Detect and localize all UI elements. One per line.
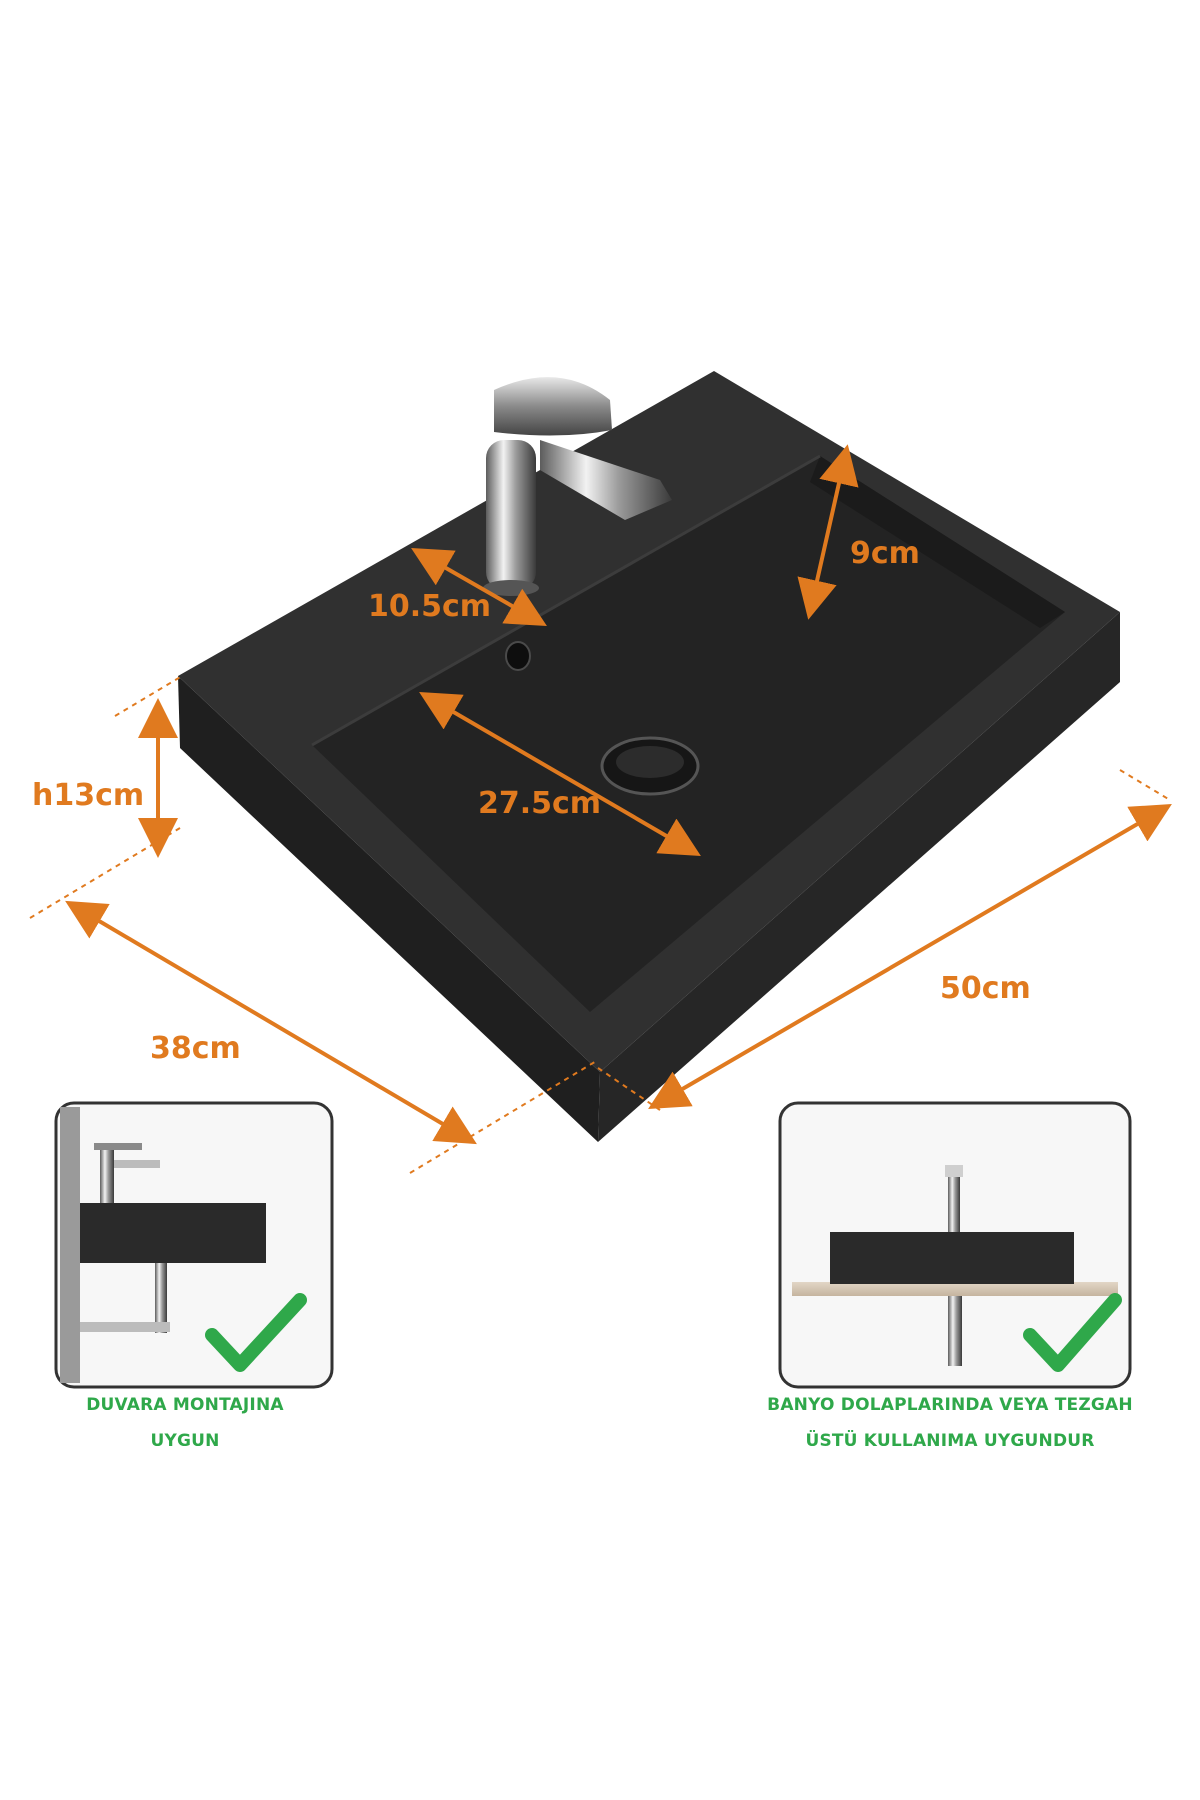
check-icon <box>1023 1293 1122 1372</box>
bowl-depth-arrow <box>419 691 701 857</box>
width-arrow <box>648 803 1172 1110</box>
inner-height-label: 9cm <box>850 536 920 571</box>
faucet-offset-arrow <box>411 548 547 626</box>
faucet-offset-label: 10.5cm <box>368 589 491 624</box>
caption-line: UYGUN <box>150 1431 220 1451</box>
bowl-depth-label: 27.5cm <box>478 786 601 821</box>
inner-height-arrow <box>797 444 859 620</box>
caption-line: ÜSTÜ KULLANIMA UYGUNDUR <box>805 1431 1095 1451</box>
width-label: 50cm <box>940 971 1031 1006</box>
countertop-caption: BANYO DOLAPLARINDA VEYA TEZGAH ÜSTÜ KULL… <box>740 1387 1160 1459</box>
wall-mount-caption: DUVARA MONTAJINA UYGUN <box>40 1387 330 1459</box>
height-label: h13cm <box>32 778 144 813</box>
caption-line: DUVARA MONTAJINA <box>86 1395 284 1415</box>
countertop-inset <box>778 1101 1132 1389</box>
overflow-hole <box>505 641 531 671</box>
caption-line: BANYO DOLAPLARINDA VEYA TEZGAH <box>767 1395 1133 1415</box>
dimension-lines <box>29 444 1172 1174</box>
wall-mount-inset <box>54 1101 334 1389</box>
check-icon <box>205 1293 307 1372</box>
depth-arrow <box>65 900 477 1145</box>
depth-label: 38cm <box>150 1031 241 1066</box>
basin-back-wall <box>810 456 1065 628</box>
